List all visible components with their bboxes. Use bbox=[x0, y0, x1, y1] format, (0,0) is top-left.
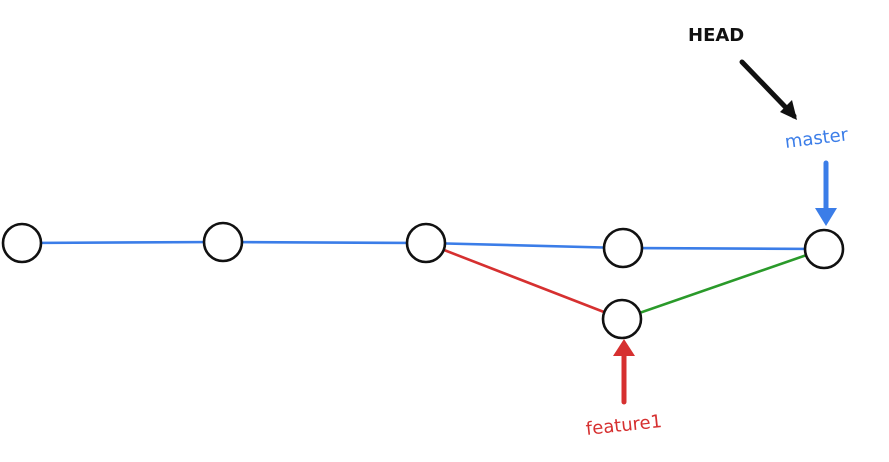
master-arrow bbox=[815, 160, 837, 226]
commit-nodes bbox=[1, 221, 845, 340]
commit-node-c2 bbox=[202, 221, 244, 263]
commit-node-c4 bbox=[602, 227, 644, 269]
edge-c4-c6 bbox=[621, 246, 826, 251]
commit-node-c3 bbox=[405, 222, 447, 264]
edge-c5-c6 bbox=[620, 247, 826, 321]
feature1-arrow bbox=[613, 339, 635, 405]
edge-c1-c2 bbox=[20, 240, 225, 245]
pointer-arrows bbox=[613, 59, 837, 405]
head-arrow bbox=[739, 59, 797, 120]
commit-node-c1 bbox=[1, 222, 43, 264]
commit-node-c6 bbox=[803, 228, 845, 270]
edge-c3-c5 bbox=[424, 241, 624, 321]
head-label: HEAD bbox=[688, 25, 745, 46]
commit-node-c5 bbox=[601, 298, 643, 340]
commit-edges bbox=[20, 240, 826, 321]
edge-c2-c3 bbox=[221, 240, 428, 245]
edge-c3-c4 bbox=[424, 241, 625, 250]
